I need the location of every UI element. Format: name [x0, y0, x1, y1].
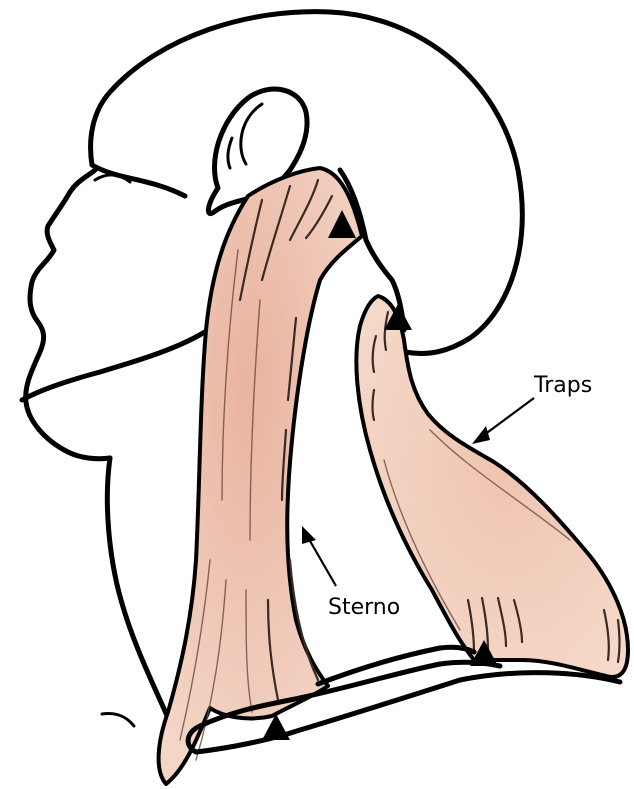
- face-profile: [26, 170, 110, 459]
- ear-inner-fold: [228, 138, 232, 168]
- sterno-arrow-head-icon: [302, 526, 316, 544]
- traps-arrow-line: [480, 398, 534, 438]
- traps-label: Traps: [533, 373, 592, 398]
- sterno-arrow-line: [306, 534, 336, 586]
- shoulder-line: [318, 647, 474, 684]
- throat-outline: [107, 458, 168, 718]
- collar-tick: [102, 714, 134, 727]
- jaw-line: [22, 330, 208, 400]
- traps-arrow-head-icon: [472, 426, 490, 444]
- sterno-label: Sterno: [328, 595, 400, 620]
- ear-inner: [241, 104, 262, 164]
